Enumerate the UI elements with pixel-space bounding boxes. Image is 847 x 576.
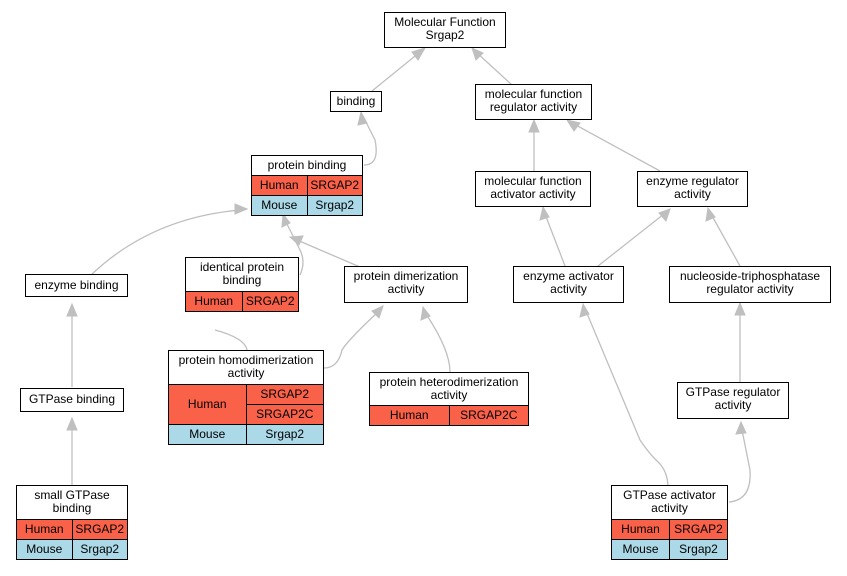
edge-phet-pda <box>425 313 451 373</box>
node-title: binding <box>336 94 376 108</box>
node-title: enzyme binding <box>34 278 119 292</box>
edge-eb-pb <box>89 209 241 277</box>
gene-human: SRGAP2 <box>669 519 727 540</box>
node-title: enzyme regulator activity <box>646 174 739 201</box>
arrowhead <box>705 206 716 222</box>
node-protein-dimerization-activity[interactable]: protein dimerization activity <box>344 266 468 303</box>
gene-human: SRGAP2 <box>241 291 298 311</box>
edge-gaa-gtpr <box>728 429 751 503</box>
node-title: GTPase regulator activity <box>685 385 781 412</box>
edge-gaa-ea <box>585 310 669 489</box>
node-title: Molecular Function Srgap2 <box>394 15 496 42</box>
species-human-label: Human <box>17 519 72 540</box>
node-title: small GTPase binding <box>34 488 110 515</box>
node-title: molecular function regulator activity <box>484 87 583 114</box>
species-human-label: Human <box>612 519 670 540</box>
arrowhead <box>734 301 746 316</box>
node-protein-homodimerization-activity[interactable]: protein homodimerization activity Human … <box>168 350 324 445</box>
gene-mouse: Srgap2 <box>245 424 323 444</box>
edge-pda-pb <box>296 239 361 268</box>
node-title: enzyme activator activity <box>523 269 614 296</box>
arrowhead <box>357 110 368 126</box>
arrowhead <box>66 302 78 317</box>
node-mf-activator-activity[interactable]: molecular function activator activity <box>475 171 591 207</box>
arrowhead <box>528 118 540 133</box>
species-human-label: Human <box>370 405 449 425</box>
edge-ea-er <box>597 213 665 267</box>
gene-human: SRGAP2 <box>306 175 362 196</box>
node-mf-regulator-activity[interactable]: molecular function regulator activity <box>475 84 592 120</box>
arrowhead <box>565 119 581 132</box>
node-enzyme-binding[interactable]: enzyme binding <box>25 274 128 297</box>
species-mouse-label: Mouse <box>169 424 246 444</box>
edge-pb-binding <box>363 117 377 166</box>
node-title: nucleoside-triphosphatase regulator acti… <box>679 269 821 296</box>
edge-binding-root <box>371 51 421 92</box>
arrowhead <box>288 235 304 246</box>
gene-mouse: Srgap2 <box>71 539 127 559</box>
species-human-label: Human <box>169 384 246 425</box>
arrowhead <box>471 47 484 61</box>
node-gtpase-binding[interactable]: GTPase binding <box>20 388 124 412</box>
arrowhead <box>371 305 384 319</box>
edge-er-mfr <box>573 123 661 172</box>
node-gtpase-regulator-activity[interactable]: GTPase regulator activity <box>677 382 789 419</box>
gene-human: SRGAP2C <box>448 405 528 425</box>
arrowhead <box>658 208 671 222</box>
gene-mouse: Srgap2 <box>306 195 362 215</box>
edge-ipb-pb <box>284 219 304 276</box>
arrowhead <box>579 302 590 318</box>
node-title: GTPase binding <box>28 392 116 406</box>
node-protein-heterodimerization-activity[interactable]: protein heterodimerization activity Huma… <box>369 372 529 426</box>
node-molecular-function[interactable]: Molecular Function Srgap2 <box>384 12 506 48</box>
arrowhead <box>539 205 550 221</box>
edge-phomo-ipb <box>214 329 248 351</box>
gene-mouse: Srgap2 <box>669 539 727 559</box>
arrowhead <box>411 47 427 61</box>
arrowhead <box>735 420 747 435</box>
species-mouse-label: Mouse <box>252 195 307 215</box>
species-human-label: Human <box>186 291 242 311</box>
gene-human: SRGAP2C <box>245 404 323 425</box>
arrowhead <box>66 416 78 431</box>
species-human-label: Human <box>252 175 307 196</box>
node-title: identical protein binding <box>199 260 285 287</box>
arrowhead <box>420 305 431 321</box>
edge-mfr-root <box>475 51 513 86</box>
node-title: protein binding <box>267 158 347 172</box>
node-binding[interactable]: binding <box>330 91 382 112</box>
node-title: protein dimerization activity <box>353 269 459 296</box>
node-ntp-regulator-activity[interactable]: nucleoside-triphosphatase regulator acti… <box>669 266 831 303</box>
species-mouse-label: Mouse <box>17 539 72 559</box>
node-enzyme-regulator-activity[interactable]: enzyme regulator activity <box>637 171 748 207</box>
edge-phomo-pda <box>323 311 379 369</box>
node-title: molecular function activator activity <box>484 174 582 201</box>
node-enzyme-activator-activity[interactable]: enzyme activator activity <box>513 266 624 303</box>
species-table: Human SRGAP2 SRGAP2C Mouse Srgap2 <box>169 384 323 444</box>
species-mouse-label: Mouse <box>612 539 670 559</box>
arrowhead <box>234 203 249 215</box>
node-title: GTPase activator activity <box>623 488 716 515</box>
node-title: protein heterodimerization activity <box>379 375 519 402</box>
node-title: protein homodimerization activity <box>178 353 314 380</box>
arrowhead <box>281 212 291 228</box>
edge-ea-mfa <box>544 213 566 267</box>
edge-ntp-er <box>710 213 741 267</box>
gene-human: SRGAP2 <box>71 519 127 540</box>
gene-human: SRGAP2 <box>245 384 323 405</box>
